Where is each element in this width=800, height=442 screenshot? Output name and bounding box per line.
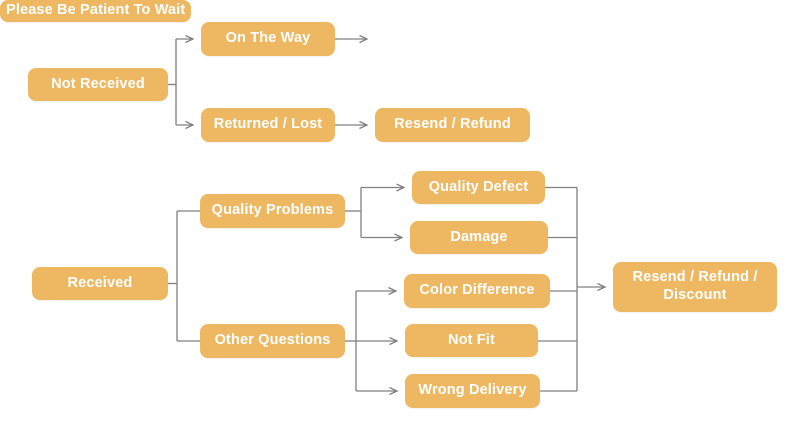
node-on-the-way[interactable]: On The Way	[201, 22, 335, 56]
node-color-difference[interactable]: Color Difference	[404, 274, 550, 308]
node-label-quality-problems: Quality Problems	[211, 202, 334, 219]
node-returned-lost[interactable]: Returned / Lost	[201, 108, 335, 142]
node-wrong-delivery[interactable]: Wrong Delivery	[405, 374, 540, 408]
node-quality-defect[interactable]: Quality Defect	[412, 171, 545, 204]
node-label-resend-refund-discount: Resend / Refund / Discount	[632, 269, 758, 303]
node-label-on-the-way: On The Way	[225, 30, 311, 47]
node-damage[interactable]: Damage	[410, 221, 548, 254]
node-not-received[interactable]: Not Received	[28, 68, 168, 101]
node-label-color-difference: Color Difference	[419, 282, 535, 299]
node-quality-problems[interactable]: Quality Problems	[200, 194, 345, 228]
node-label-not-fit: Not Fit	[448, 331, 495, 348]
node-please-be-patient-to-wait[interactable]: Please Be Patient To Wait	[0, 0, 192, 22]
node-label-other-questions: Other Questions	[214, 332, 331, 349]
node-label-damage: Damage	[450, 228, 508, 245]
node-resend-refund[interactable]: Resend / Refund	[375, 108, 530, 142]
node-label-received: Received	[67, 274, 133, 291]
node-label-wrong-delivery: Wrong Delivery	[418, 382, 527, 399]
node-received[interactable]: Received	[32, 267, 168, 300]
node-resend-refund-discount[interactable]: Resend / Refund / Discount	[613, 262, 777, 312]
node-not-fit[interactable]: Not Fit	[405, 324, 538, 357]
node-label-resend-refund: Resend / Refund	[394, 116, 511, 133]
node-label-returned-lost: Returned / Lost	[213, 116, 323, 133]
node-label-please-be-patient-to-wait: Please Be Patient To Wait	[6, 2, 186, 18]
node-other-questions[interactable]: Other Questions	[200, 324, 345, 358]
node-label-not-received: Not Received	[51, 75, 145, 92]
node-label-quality-defect: Quality Defect	[428, 178, 529, 195]
